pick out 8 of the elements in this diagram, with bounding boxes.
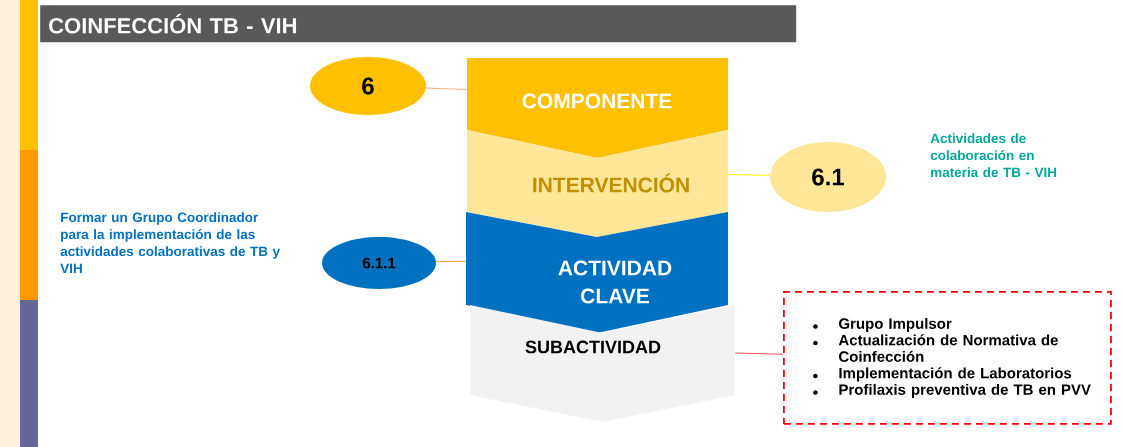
connector-line <box>734 352 784 355</box>
description-text: Formar un Grupo Coordinador para la implementación de las actividades colaborativas de TB y VIH <box>60 212 280 273</box>
dashed-list-box: Grupo Impulsor Actualización de Normativa de Coinfección Implementación de Laboratorios Profilaxis preventiva de TB en PVV <box>783 291 1112 425</box>
connector-line <box>727 173 771 176</box>
description-text: Actividades de colaboración en materia de TB - VIH <box>930 133 1057 178</box>
title-bar: COINFECCIÓN TB - VIH <box>40 5 797 43</box>
connector-line <box>425 87 468 90</box>
connector-line <box>435 260 467 263</box>
